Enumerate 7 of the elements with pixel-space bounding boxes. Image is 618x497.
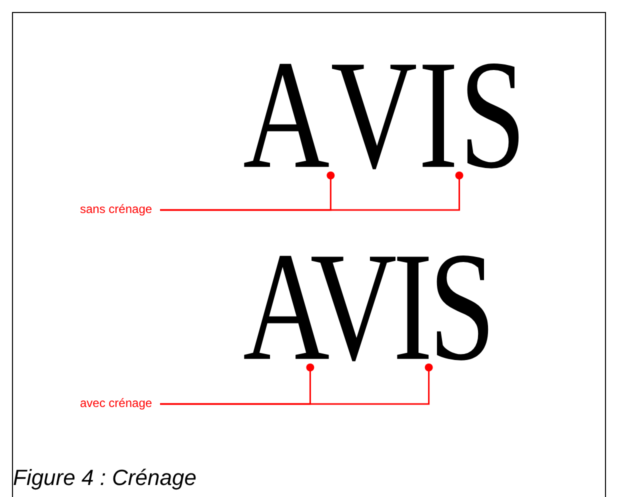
callout-label: avec crénage [80,396,152,410]
leader-line [160,171,464,211]
leader-line [160,363,433,405]
word-sample: AVIS [243,60,528,170]
callout-label: sans crénage [80,202,152,216]
figure-caption: Figure 4 : Crénage [13,464,196,492]
word-sample: AVIS [243,252,492,362]
